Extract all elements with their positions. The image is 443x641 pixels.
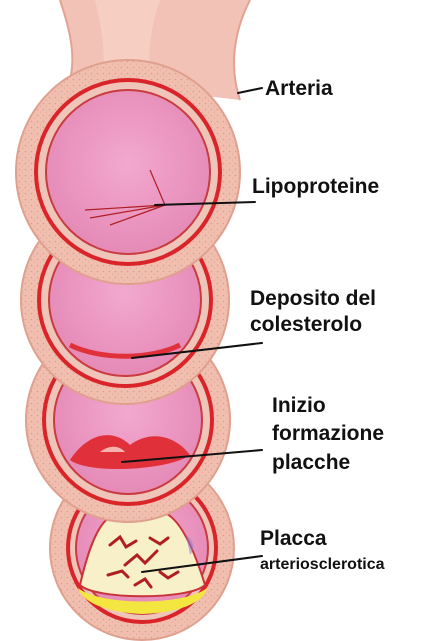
- label-inizio-formazione-placche: Inizio formazione placche: [272, 392, 384, 477]
- label-deposito-line2: colesterolo: [250, 312, 376, 338]
- label-inizio-line1: Inizio: [272, 392, 384, 420]
- label-inizio-line2: formazione: [272, 420, 384, 448]
- label-deposito-colesterolo: Deposito del colesterolo: [250, 286, 376, 339]
- label-placca-line1: Placca: [260, 526, 385, 552]
- label-deposito-line1: Deposito del: [250, 286, 376, 312]
- label-placca-arteriosclerotica: Placca arteriosclerotica: [260, 526, 385, 575]
- label-inizio-line3: placche: [272, 449, 384, 477]
- label-lipoproteine: Lipoproteine: [252, 174, 379, 200]
- label-arteria: Arteria: [265, 76, 333, 102]
- leader-line-arteria: [238, 88, 262, 93]
- cross-section-lipoproteine: [16, 60, 240, 284]
- label-placca-line2: arteriosclerotica: [260, 555, 385, 575]
